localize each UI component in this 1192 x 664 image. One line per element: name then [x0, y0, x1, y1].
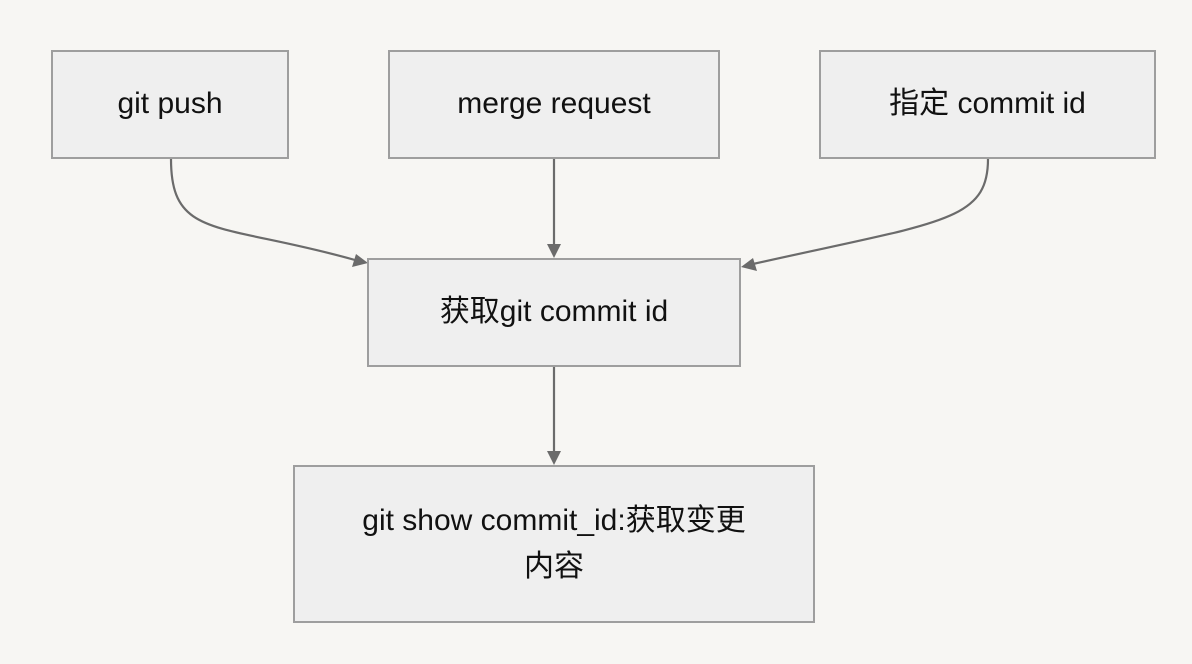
node-label: git show commit_id:获取变更内容 — [362, 503, 746, 584]
node-label: 获取git commit id — [439, 295, 669, 329]
arrowhead-git-push — [352, 254, 368, 267]
node-get-git-commit-id: 获取git commit id — [367, 258, 741, 367]
arrowhead-get-commit-id — [547, 451, 561, 465]
edge-specify-commit-to-get-commit-id — [752, 158, 990, 266]
node-label: git push — [117, 87, 223, 121]
arrowhead-merge-request — [547, 244, 561, 258]
node-git-show: git show commit_id:获取变更内容 — [293, 465, 815, 623]
node-specify-commit-id: 指定 commit id — [819, 50, 1156, 159]
node-label: 指定 commit id — [889, 87, 1086, 121]
node-merge-request: merge request — [388, 50, 720, 159]
node-git-push: git push — [51, 50, 289, 159]
edge-git-push-to-get-commit-id — [169, 158, 356, 262]
node-label: merge request — [457, 87, 651, 121]
arrowhead-specify-commit — [741, 258, 757, 271]
